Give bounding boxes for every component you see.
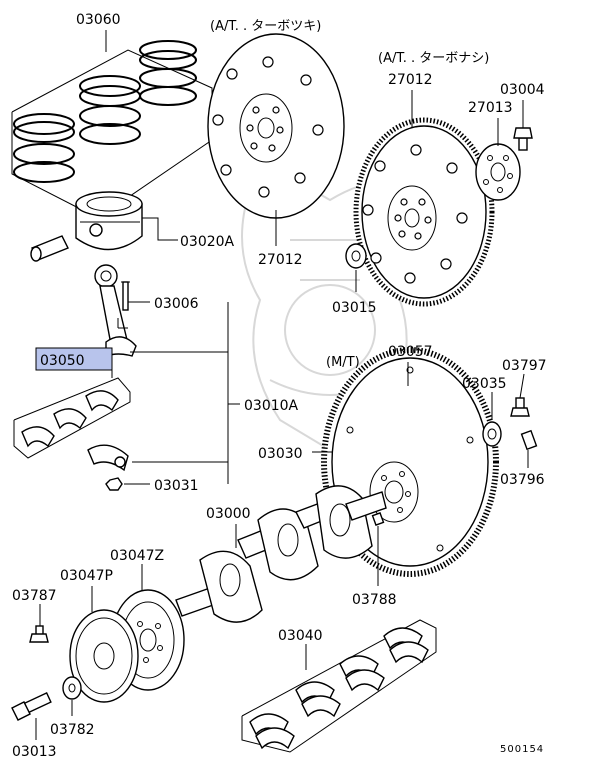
dowel-pin-03796: [520, 429, 538, 468]
figure-code: 500154: [500, 744, 544, 755]
crankshaft: [175, 485, 387, 623]
label-27012-at-nonturbo[interactable]: 27012: [388, 72, 433, 88]
pilot-bearing: [482, 392, 502, 447]
label-03013[interactable]: 03013: [12, 744, 57, 760]
note-mt: (M/T): [326, 355, 360, 370]
label-03020a[interactable]: 03020A: [180, 234, 235, 250]
label-03796[interactable]: 03796: [500, 472, 545, 488]
highlight-03050: [35, 347, 113, 371]
adapter-plate: [475, 118, 521, 201]
label-03010a[interactable]: 03010A: [244, 398, 299, 414]
drive-plate-at-nonturbo: [353, 90, 495, 307]
note-at-turbo: (A/T. . ターボツキ): [210, 19, 321, 34]
washer-03782: [62, 676, 82, 716]
label-03015[interactable]: 03015: [332, 300, 377, 316]
drive-plate-at-turbo: [207, 33, 345, 246]
label-03788[interactable]: 03788: [352, 592, 397, 608]
label-03782[interactable]: 03782: [50, 722, 95, 738]
label-03797[interactable]: 03797: [502, 358, 547, 374]
bolt-03787: [29, 604, 49, 643]
label-03006[interactable]: 03006: [154, 296, 199, 312]
label-03787[interactable]: 03787: [12, 588, 57, 604]
label-03047z[interactable]: 03047Z: [110, 548, 164, 564]
label-27012-at-turbo[interactable]: 27012: [258, 252, 303, 268]
label-03047p[interactable]: 03047P: [60, 568, 113, 584]
rod-cap: [87, 444, 228, 491]
conrod-bearings-group: [13, 368, 131, 459]
main-bearings-group: [241, 619, 437, 753]
label-03040[interactable]: 03040: [278, 628, 323, 644]
bolt-03797: [510, 373, 530, 417]
label-03000[interactable]: 03000: [206, 506, 251, 522]
label-03057[interactable]: 03057: [388, 344, 433, 360]
label-03030[interactable]: 03030: [258, 446, 303, 462]
label-03004[interactable]: 03004: [500, 82, 545, 98]
connecting-rod: [94, 264, 228, 357]
note-at-nonturbo: (A/T. . ターボナシ): [378, 51, 489, 66]
label-03060[interactable]: 03060: [76, 12, 121, 28]
label-03050[interactable]: 03050: [40, 353, 85, 369]
piston-rings-group: [11, 30, 213, 219]
label-03035[interactable]: 03035: [462, 376, 507, 392]
pilot-bushing: [345, 243, 367, 292]
label-27013[interactable]: 27013: [468, 100, 513, 116]
crank-pulley-03047p: [69, 586, 139, 703]
piston-and-pin: [30, 191, 178, 262]
bolt-03013: [11, 692, 52, 740]
bolt-03004: [513, 100, 533, 151]
label-03031[interactable]: 03031: [154, 478, 199, 494]
